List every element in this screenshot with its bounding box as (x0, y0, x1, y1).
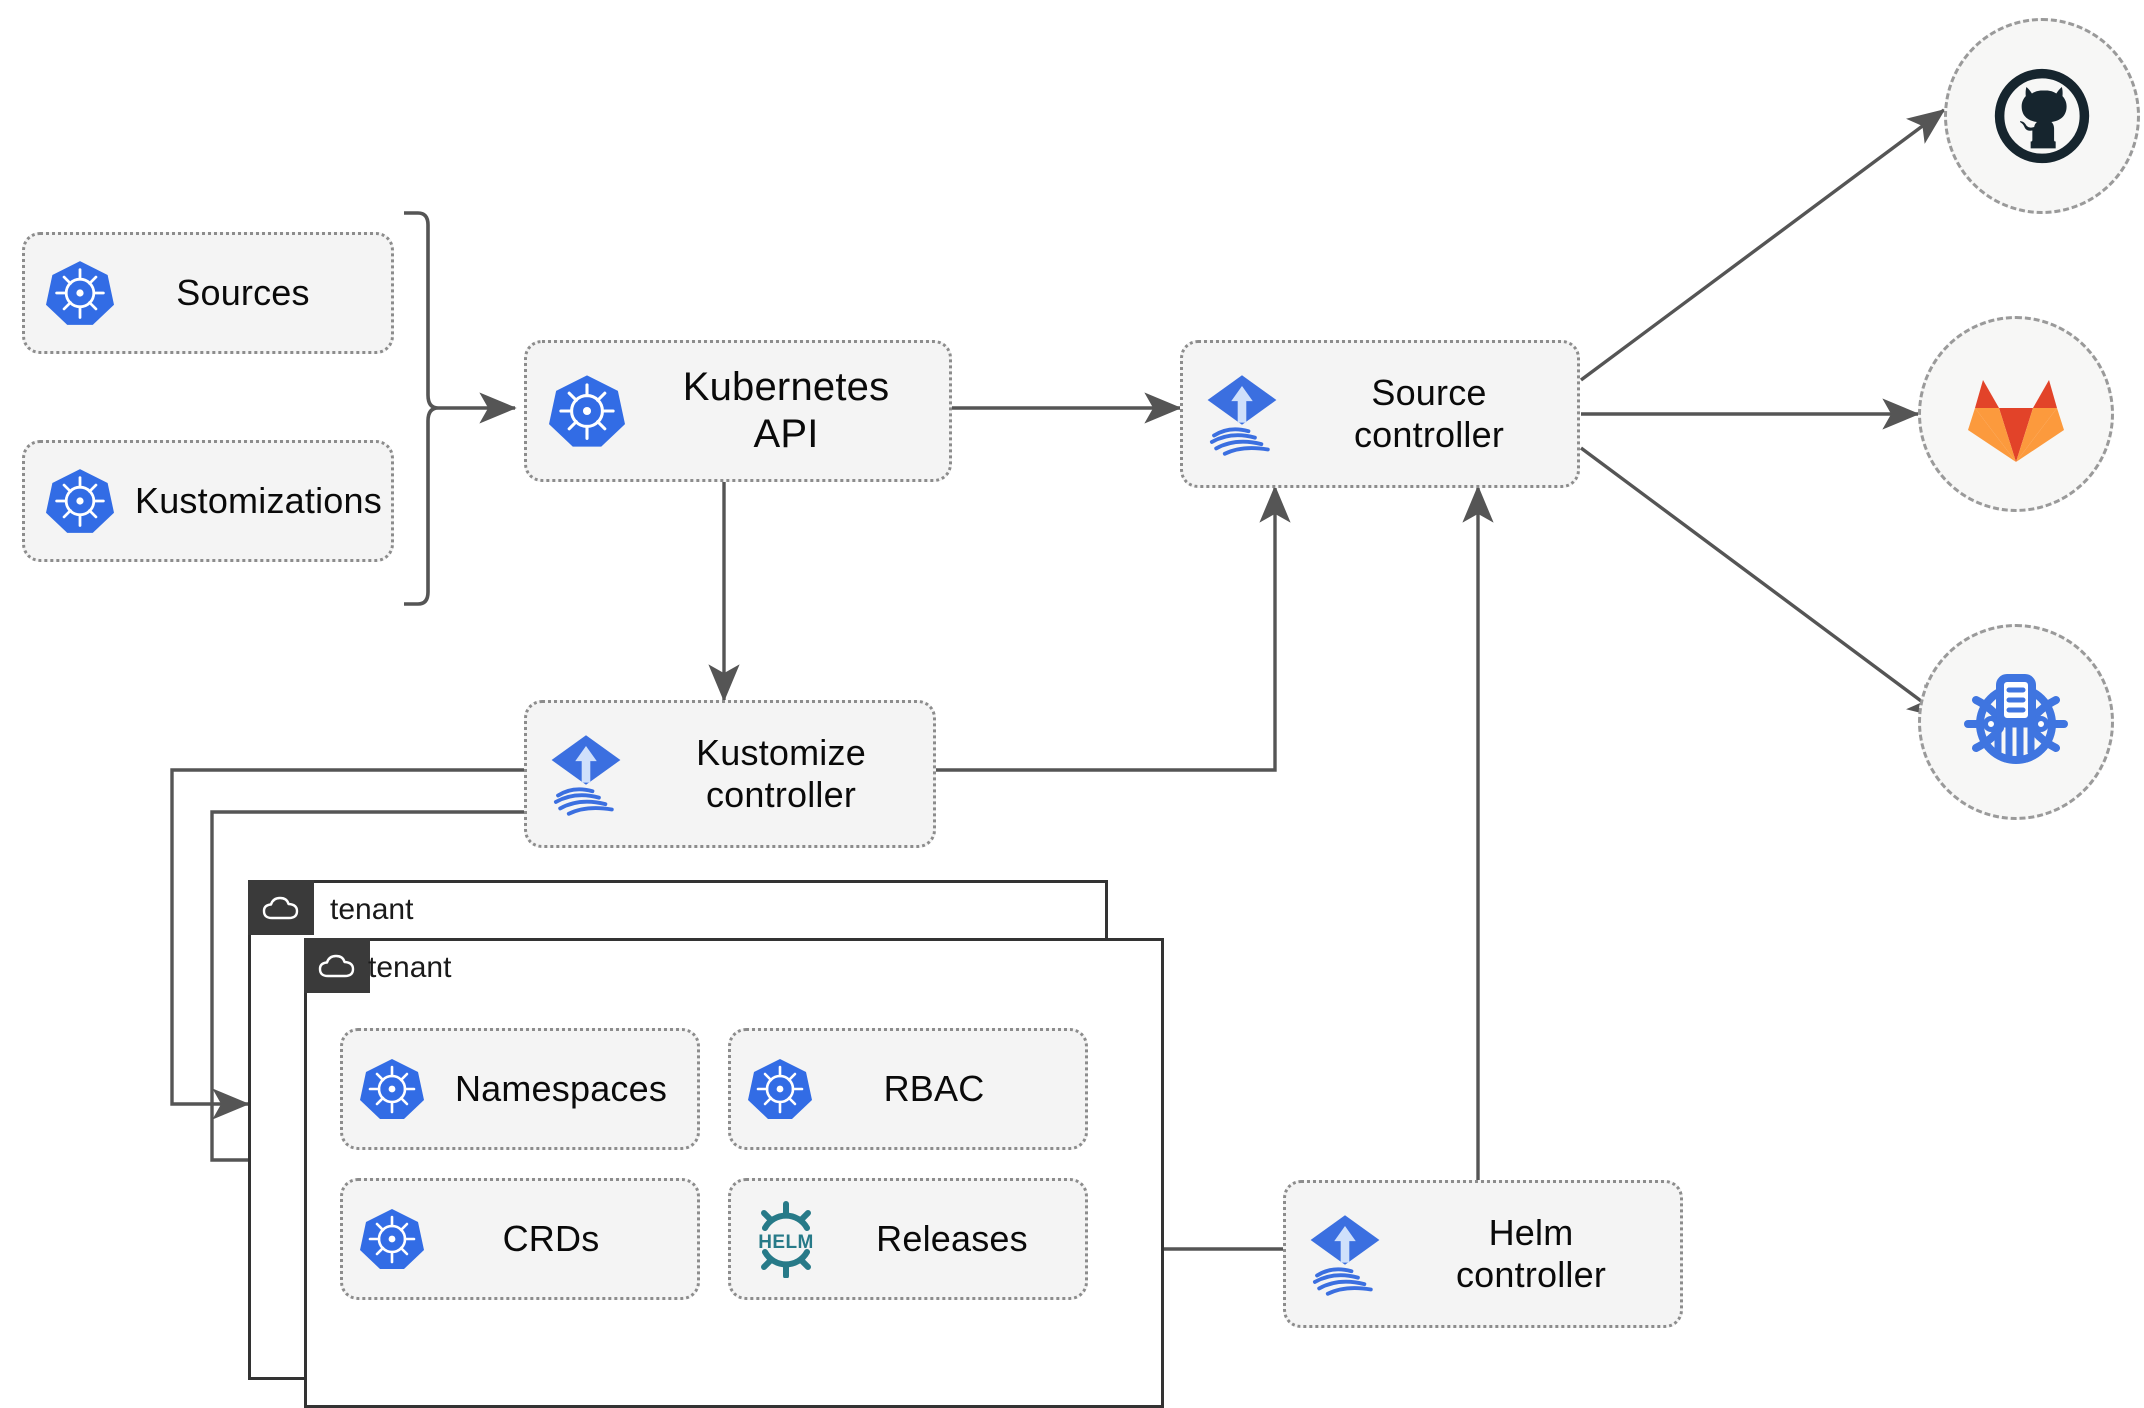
node-kustomizations[interactable]: Kustomizations (22, 440, 394, 562)
tenant-label-inner: tenant (368, 951, 452, 984)
node-rbac-label: RBAC (883, 1067, 985, 1109)
node-sources-label: Sources (176, 271, 310, 313)
flux-icon (527, 731, 645, 817)
node-kustomize-controller-label: Kustomize controller (696, 731, 866, 815)
node-helm-controller-label: Helm controller (1455, 1211, 1607, 1295)
node-sources[interactable]: Sources (22, 232, 394, 354)
node-kubernetes-api[interactable]: Kubernetes API (524, 340, 952, 482)
kubernetes-icon (343, 1057, 441, 1121)
node-namespaces[interactable]: Namespaces (340, 1028, 700, 1150)
tenant-tab-outer (248, 880, 314, 935)
kubernetes-icon (343, 1207, 441, 1271)
target-container-registry[interactable] (1918, 624, 2114, 820)
svg-text:HELM: HELM (758, 1232, 813, 1253)
kubernetes-icon (25, 467, 135, 535)
node-source-controller-label: Source controller (1353, 371, 1505, 455)
node-namespaces-label: Namespaces (454, 1067, 668, 1109)
node-releases[interactable]: HELM Releases (728, 1178, 1088, 1300)
node-rbac[interactable]: RBAC (728, 1028, 1088, 1150)
node-crds-label: CRDs (502, 1217, 600, 1259)
node-kustomizations-label: Kustomizations (135, 479, 382, 521)
flux-icon (1286, 1211, 1404, 1297)
target-github[interactable] (1944, 18, 2140, 214)
helm-icon: HELM (731, 1200, 841, 1278)
node-source-controller[interactable]: Source controller (1180, 340, 1580, 488)
tenant-tab-inner (304, 938, 370, 993)
node-crds[interactable]: CRDs (340, 1178, 700, 1300)
github-icon (1994, 68, 2090, 164)
tenant-label-outer: tenant (330, 893, 414, 926)
tenant-box-inner (304, 938, 1164, 1408)
node-helm-controller[interactable]: Helm controller (1283, 1180, 1683, 1328)
helm-registry-icon (1964, 674, 2068, 764)
cloud-icon (262, 896, 299, 919)
kubernetes-icon (527, 373, 647, 449)
gitlab-icon (1968, 380, 2064, 462)
kubernetes-icon (25, 259, 135, 327)
node-releases-label: Releases (876, 1217, 1028, 1259)
node-kubernetes-api-label: Kubernetes API (682, 364, 890, 456)
kubernetes-icon (731, 1057, 829, 1121)
cloud-icon (318, 954, 355, 977)
target-gitlab[interactable] (1918, 316, 2114, 512)
flux-icon (1183, 371, 1301, 457)
node-kustomize-controller[interactable]: Kustomize controller (524, 700, 936, 848)
